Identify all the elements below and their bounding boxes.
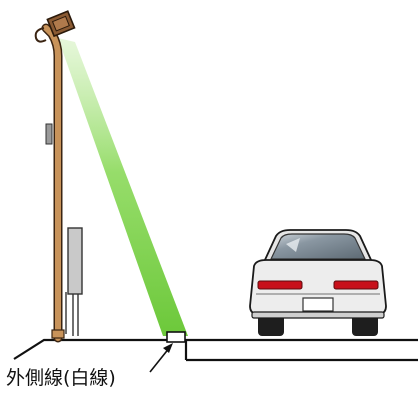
lamp-head	[46, 10, 76, 38]
curb-step-line	[184, 338, 418, 362]
pole-plate	[45, 123, 53, 145]
caption-leader-line	[149, 346, 171, 373]
car-window-reflection	[286, 238, 300, 252]
car-bumper	[251, 311, 385, 319]
car-rear	[249, 229, 387, 336]
sensor-box	[67, 227, 83, 295]
lamp-arm	[34, 27, 47, 43]
car-tail-light-left	[257, 280, 303, 290]
car-tail-light-right	[333, 280, 379, 290]
white-line-marker	[166, 331, 186, 343]
caption-arrowhead	[163, 343, 173, 353]
street-lamp-pole-fill	[43, 25, 61, 341]
light-beam	[58, 38, 188, 336]
white-line-caption: 外側線(白線)	[6, 367, 116, 389]
road-surface-line	[13, 338, 168, 360]
car-license-plate	[302, 297, 334, 312]
pole-base	[51, 329, 65, 339]
car-rear-window	[270, 233, 366, 260]
